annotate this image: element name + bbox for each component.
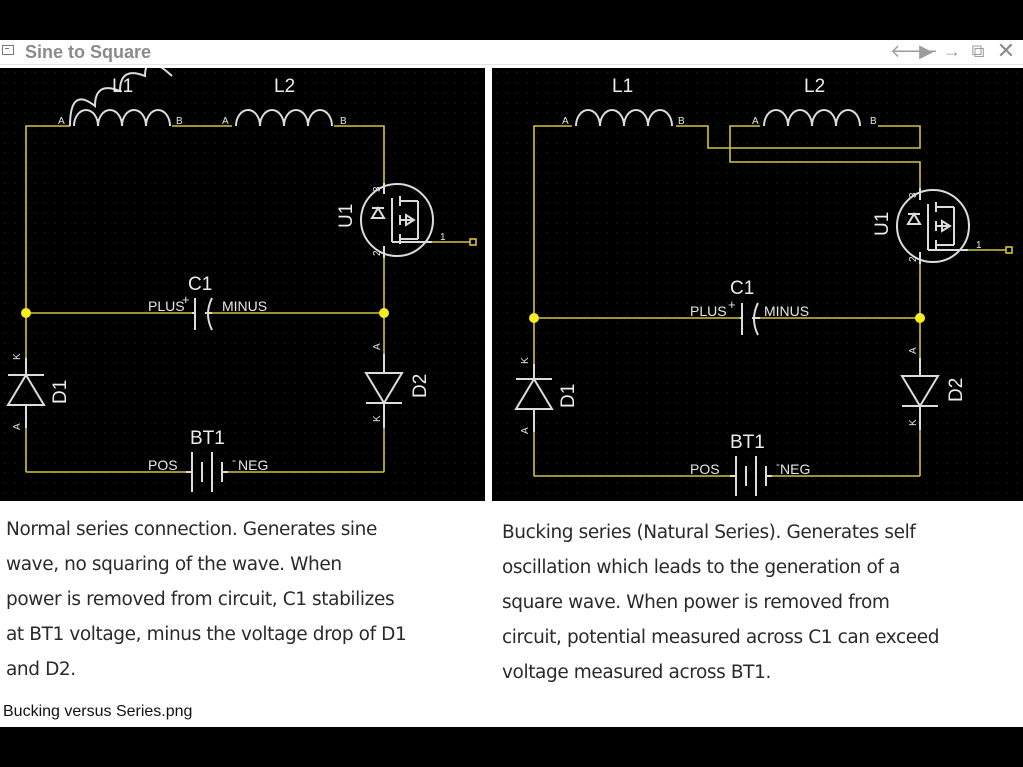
c1-ref: C1: [188, 274, 212, 295]
d1-ref: D1: [50, 380, 71, 404]
u1-pin-1: 1: [440, 232, 446, 243]
back-arrow-icon[interactable]: 🡐: [890, 41, 939, 61]
u1-ref: U1: [872, 212, 893, 236]
d2-pin-k: K: [372, 415, 383, 422]
window-title: Sine to Square: [25, 42, 152, 62]
bt1-ref: BT1: [190, 428, 225, 449]
u1-pin-2: 2: [372, 250, 383, 256]
d2-ref: D2: [946, 378, 967, 402]
cap-plus-label: PLUS: [690, 303, 727, 319]
bat-neg-label: NEG: [238, 457, 268, 473]
image-viewer: Sine to Square 🡐 ▶ → ⧉ ✕: [0, 40, 1023, 727]
d1-pin-a: A: [12, 423, 23, 430]
title-bar: Sine to Square 🡐 ▶ → ⧉ ✕: [0, 40, 1023, 65]
cap-plus-sign: +: [182, 292, 190, 307]
bat-neg-mark: -: [776, 457, 780, 471]
l1-pin-a: A: [58, 116, 65, 127]
forward-arrow-icon[interactable]: →: [943, 41, 961, 61]
l1-ref: L1: [112, 76, 133, 97]
close-icon[interactable]: ✕: [996, 38, 1016, 63]
popout-icon[interactable]: ⧉: [971, 41, 985, 61]
cap-plus-label: PLUS: [148, 298, 185, 314]
l2-ref: L2: [804, 76, 825, 97]
d2-pin-k: K: [908, 419, 919, 426]
l2-pin-b: B: [340, 116, 347, 127]
u1-pin-3: 3: [372, 186, 383, 192]
cap-minus-label: MINUS: [764, 303, 809, 319]
u1-pin-1: 1: [976, 240, 982, 251]
play-icon[interactable]: ▶: [919, 41, 933, 61]
l1-pin-a: A: [562, 116, 569, 127]
l1-pin-b: B: [176, 116, 183, 127]
left-schematic-panel: L1 L2 C1 BT1 U1 D1 D2 A B A B K A A K 3 …: [0, 68, 485, 501]
window-icon: [2, 45, 14, 55]
d2-pin-a: A: [908, 347, 919, 354]
bat-neg-mark: -: [232, 453, 236, 467]
bat-neg-label: NEG: [780, 461, 810, 477]
l1-pin-b: B: [678, 116, 685, 127]
bat-pos-label: POS: [148, 457, 178, 473]
right-caption: Bucking series (Natural Series). Generat…: [502, 522, 940, 683]
l2-ref: L2: [274, 76, 295, 97]
l2-pin-b: B: [870, 116, 877, 127]
right-schematic: L1 L2 C1 BT1 U1 D1 D2 A B A B K A A K 3 …: [492, 68, 1023, 501]
left-schematic: L1 L2 C1 BT1 U1 D1 D2 A B A B K A A K 3 …: [0, 68, 485, 501]
bt1-ref: BT1: [730, 432, 765, 453]
l1-ref: L1: [612, 76, 633, 97]
u1-ref: U1: [336, 204, 357, 228]
d2-pin-a: A: [372, 343, 383, 350]
u1-pin-2: 2: [908, 256, 919, 262]
right-schematic-panel: L1 L2 C1 BT1 U1 D1 D2 A B A B K A A K 3 …: [492, 68, 1023, 501]
d1-ref: D1: [558, 384, 579, 408]
l2-pin-a: A: [222, 116, 229, 127]
d1-pin-k: K: [12, 353, 23, 360]
bat-pos-label: POS: [690, 461, 720, 477]
file-name: Bucking versus Series.png: [3, 703, 193, 720]
cap-minus-label: MINUS: [222, 298, 267, 314]
d1-pin-a: A: [520, 427, 531, 434]
d1-pin-k: K: [520, 357, 531, 364]
u1-pin-3: 3: [908, 192, 919, 198]
l2-pin-a: A: [752, 116, 759, 127]
cap-plus-sign: +: [728, 297, 736, 312]
d2-ref: D2: [410, 374, 431, 398]
c1-ref: C1: [730, 278, 754, 299]
left-caption: Normal series connection. Generates sine…: [6, 519, 407, 680]
